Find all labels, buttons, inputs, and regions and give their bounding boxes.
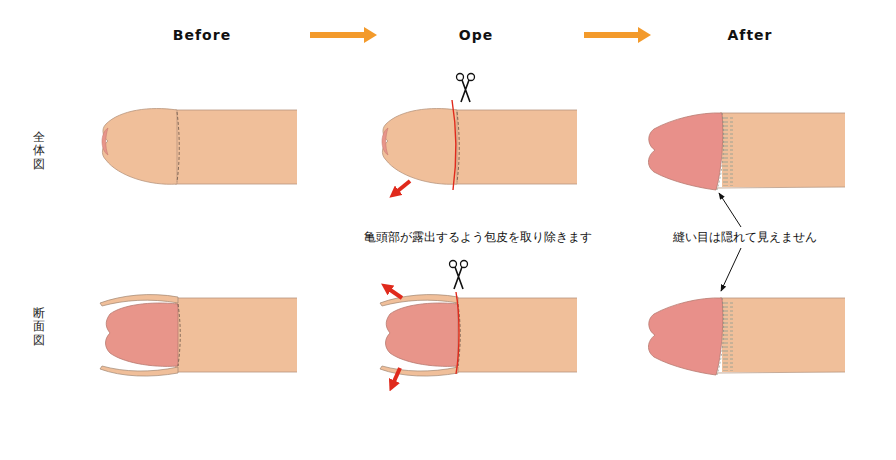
step-heading: Ope: [459, 27, 493, 43]
note-text: 縫い目は隠れて見えません: [673, 229, 817, 246]
after-section: [648, 298, 845, 375]
row-label: 全体図: [33, 131, 45, 171]
step-arrow: [310, 27, 651, 43]
band-shape: [18, 66, 858, 236]
scissors-icon: [457, 74, 475, 103]
step-heading: Before: [173, 27, 231, 43]
pull-arrow: [392, 368, 400, 386]
step-heading: After: [727, 27, 772, 43]
note-text: 亀頭部が露出するよう包皮を取り除きます: [364, 229, 592, 246]
leader-arrow: [719, 193, 741, 227]
ope-whole: [382, 109, 577, 185]
row-band: 全体図: [18, 66, 858, 236]
row-label: 断面図: [33, 307, 45, 347]
ope-section: [380, 295, 577, 377]
pull-arrow: [386, 287, 402, 298]
cut-line: [456, 292, 459, 374]
band-shape: [18, 236, 858, 418]
before-whole: [102, 109, 297, 185]
leader-arrow: [721, 248, 741, 291]
pull-arrow: [394, 181, 410, 194]
scissors-icon: [450, 261, 468, 290]
row-band: 断面図: [18, 236, 858, 418]
cut-line: [452, 100, 456, 190]
after-whole: [648, 113, 845, 190]
before-section: [100, 295, 297, 377]
